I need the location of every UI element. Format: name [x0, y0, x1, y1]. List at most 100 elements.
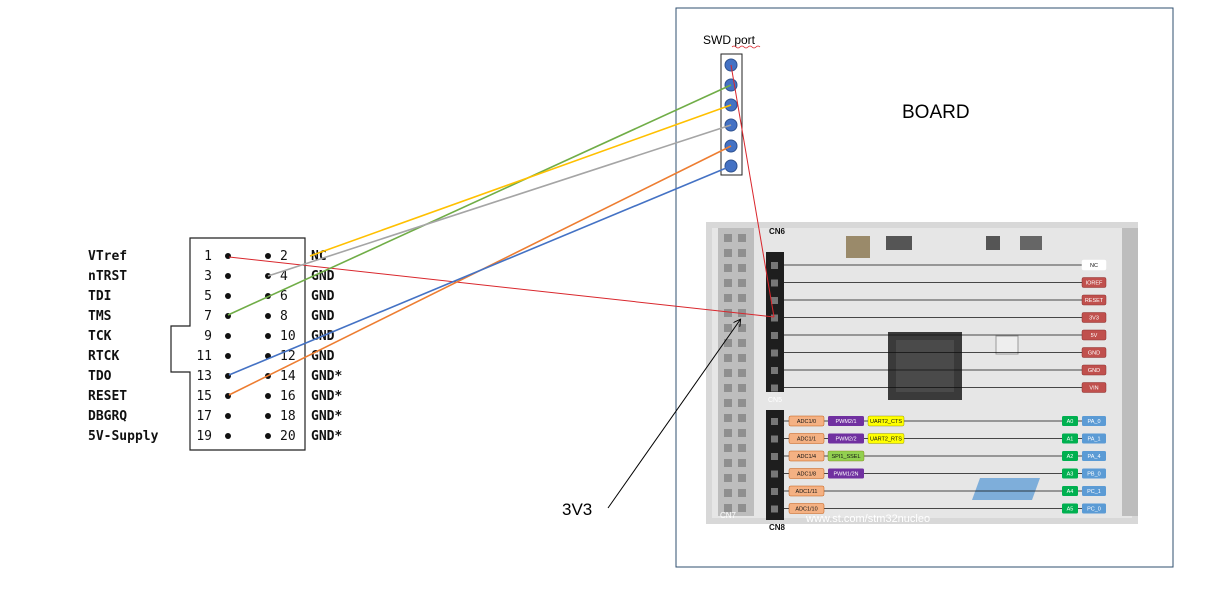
jtag-pin-number-left: 9 — [204, 329, 212, 344]
cn7-pin — [724, 489, 732, 497]
cn7-pin — [738, 234, 746, 242]
jtag-pin-dot-left — [225, 293, 231, 299]
arduino-analog-tag — [1062, 468, 1078, 479]
pwm-label: PWM2/2 — [835, 437, 856, 443]
component-c20 — [1020, 236, 1042, 250]
spellcheck-underline — [731, 45, 761, 49]
component-jumper — [986, 236, 1000, 250]
cn6-pin-label: NC — [1090, 263, 1098, 269]
jtag-pin-dot-right — [265, 333, 271, 339]
board-label: BOARD — [902, 102, 970, 123]
wire-yellow — [309, 104, 732, 257]
jtag-pin-dot-left — [225, 353, 231, 359]
jtag-pin-number-left: 19 — [196, 429, 212, 444]
peripheral-tag — [867, 433, 905, 444]
cn6-pin — [771, 332, 778, 339]
wire-gnd — [267, 124, 732, 277]
wire-swd1-to-3v3 — [730, 64, 775, 318]
cn7-pin — [738, 324, 746, 332]
peripheral-label: UART2_RTS — [870, 437, 902, 443]
wire-tms — [227, 84, 732, 316]
wire-tdo — [228, 165, 732, 376]
cn6-pin-tag — [1081, 347, 1107, 358]
cn6-pin-tag — [1081, 382, 1107, 393]
adc-label: ADC1/8 — [797, 472, 816, 478]
jtag-signal-name: TDI — [88, 289, 111, 304]
port-pin-tag — [1082, 503, 1106, 514]
cn7-header — [718, 228, 754, 516]
cn7-pin — [724, 444, 732, 452]
jtag-pin-number-left: 17 — [196, 409, 212, 424]
cn6-pin-label: GND — [1088, 351, 1100, 357]
port-pin-label: PC_1 — [1087, 489, 1101, 495]
jtag-pin-dot-left — [225, 413, 231, 419]
jtag-pin-dot-right — [265, 393, 271, 399]
cn7-pin — [738, 444, 746, 452]
arduino-analog-tag — [1062, 503, 1078, 514]
cn7-pin — [724, 234, 732, 242]
adc-tag — [788, 415, 825, 427]
board-frame — [675, 7, 1174, 568]
arduino-analog-label: A3 — [1067, 472, 1074, 478]
port-pin-label: PA_4 — [1087, 454, 1100, 460]
cn7-pin — [738, 249, 746, 257]
jtag-pin-number-right: 6 — [280, 289, 288, 304]
cn7-pin — [738, 504, 746, 512]
cn6-header — [766, 252, 784, 392]
cn7-pin — [724, 294, 732, 302]
cn7-pin — [724, 249, 732, 257]
cn7-pin — [724, 324, 732, 332]
jtag-pin-number-left: 11 — [196, 349, 212, 364]
jtag-pin-number-right: 2 — [280, 249, 288, 264]
cn7-pin — [724, 339, 732, 347]
port-pin-label: PA_0 — [1087, 419, 1100, 425]
cn7-pin — [724, 414, 732, 422]
cn8-pin — [771, 488, 778, 495]
cn6-pin-label: 3V3 — [1089, 316, 1099, 322]
wire-vtref-to-3v3 — [228, 256, 775, 318]
cn6-pin — [771, 367, 778, 374]
adc-label: ADC1/10 — [795, 507, 817, 513]
cn6-pin — [771, 262, 778, 269]
jtag-pin-number-right: 10 — [280, 329, 296, 344]
nucleo-board-image: CN7 www.st.com/stm32nucleo CN6 NCIOREFRE… — [706, 222, 1138, 532]
cn6-pin — [771, 279, 778, 287]
jtag-right-signal: GND — [311, 349, 335, 364]
cn6-pin-tag — [1081, 277, 1107, 288]
cn6-pin-label: GND — [1088, 368, 1100, 374]
cn6-pin — [771, 349, 778, 357]
cn7-pin — [738, 489, 746, 497]
jtag-pin-dot-left — [225, 273, 231, 279]
component-u1 — [886, 236, 912, 250]
port-pin-tag — [1082, 451, 1106, 461]
jtag-pin-number-left: 1 — [204, 249, 212, 264]
port-pin-label: PC_0 — [1087, 507, 1101, 513]
jtag-signal-name: nTRST — [88, 269, 127, 284]
cn6-pin-tag — [1081, 364, 1107, 376]
adc-label: ADC1/11 — [796, 489, 818, 495]
arduino-analog-tag — [1062, 486, 1078, 496]
swd-port: SWD port — [703, 33, 761, 176]
cn7-pin — [738, 369, 746, 377]
component-led — [995, 335, 1019, 355]
jtag-signal-name: RTCK — [88, 349, 119, 364]
cn6-pin — [771, 297, 778, 304]
adc-tag — [788, 450, 825, 462]
cn8-pin — [771, 418, 778, 425]
peripheral-tag — [867, 415, 905, 427]
cn7-pin — [738, 264, 746, 272]
jtag-pin-number-left: 13 — [196, 369, 212, 384]
cn6-pin-tag — [1081, 312, 1107, 323]
adc-label: ADC1/1 — [797, 437, 816, 443]
jtag-right-signal: GND* — [311, 409, 342, 424]
cn7-pin — [738, 399, 746, 407]
jtag-panel-bg — [68, 228, 373, 456]
pwm-tag — [828, 433, 864, 444]
jtag-right-signal: GND — [311, 309, 335, 324]
jtag-right-signal: GND — [311, 269, 335, 284]
peripheral-label: UART2_CTS — [870, 419, 902, 425]
right-morpho-header — [1122, 228, 1138, 516]
jtag-right-signal: GND* — [311, 429, 342, 444]
